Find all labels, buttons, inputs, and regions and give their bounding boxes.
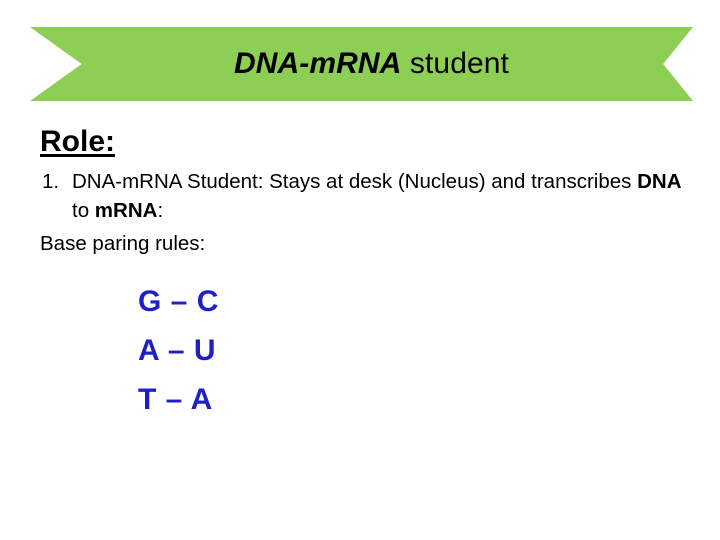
banner-title-rest: student: [401, 47, 509, 80]
slide-body: Role: 1. DNA-mRNA Student: Stays at desk…: [0, 103, 720, 425]
base-pair-list: G – C A – U T – A: [0, 258, 720, 425]
title-banner: DNA-mRNA student: [30, 27, 693, 101]
banner-title: DNA-mRNA student: [214, 49, 509, 79]
base-pairing-subheading: Base paring rules:: [40, 231, 206, 255]
banner-title-emphasis: DNA-mRNA: [233, 47, 402, 80]
list-item-seg-1: DNA: [637, 169, 682, 193]
role-list: 1. DNA-mRNA Student: Stays at desk (Nucl…: [0, 158, 720, 225]
role-heading-text: Role:: [40, 125, 115, 158]
base-pair-row: G – C: [138, 284, 219, 318]
list-item-seg-2: to: [72, 198, 95, 222]
role-heading: Role:: [0, 103, 720, 158]
list-item-seg-0: DNA-mRNA Student: Stays at desk (Nucleus…: [72, 169, 638, 193]
list-item: 1. DNA-mRNA Student: Stays at desk (Nucl…: [0, 167, 720, 225]
list-item-marker: 1.: [42, 169, 60, 193]
base-pair-row: A – U: [138, 333, 217, 367]
list-item-seg-3: mRNA: [94, 198, 158, 222]
base-pair-row: T – A: [138, 382, 213, 416]
list-item-seg-4: :: [157, 198, 164, 222]
